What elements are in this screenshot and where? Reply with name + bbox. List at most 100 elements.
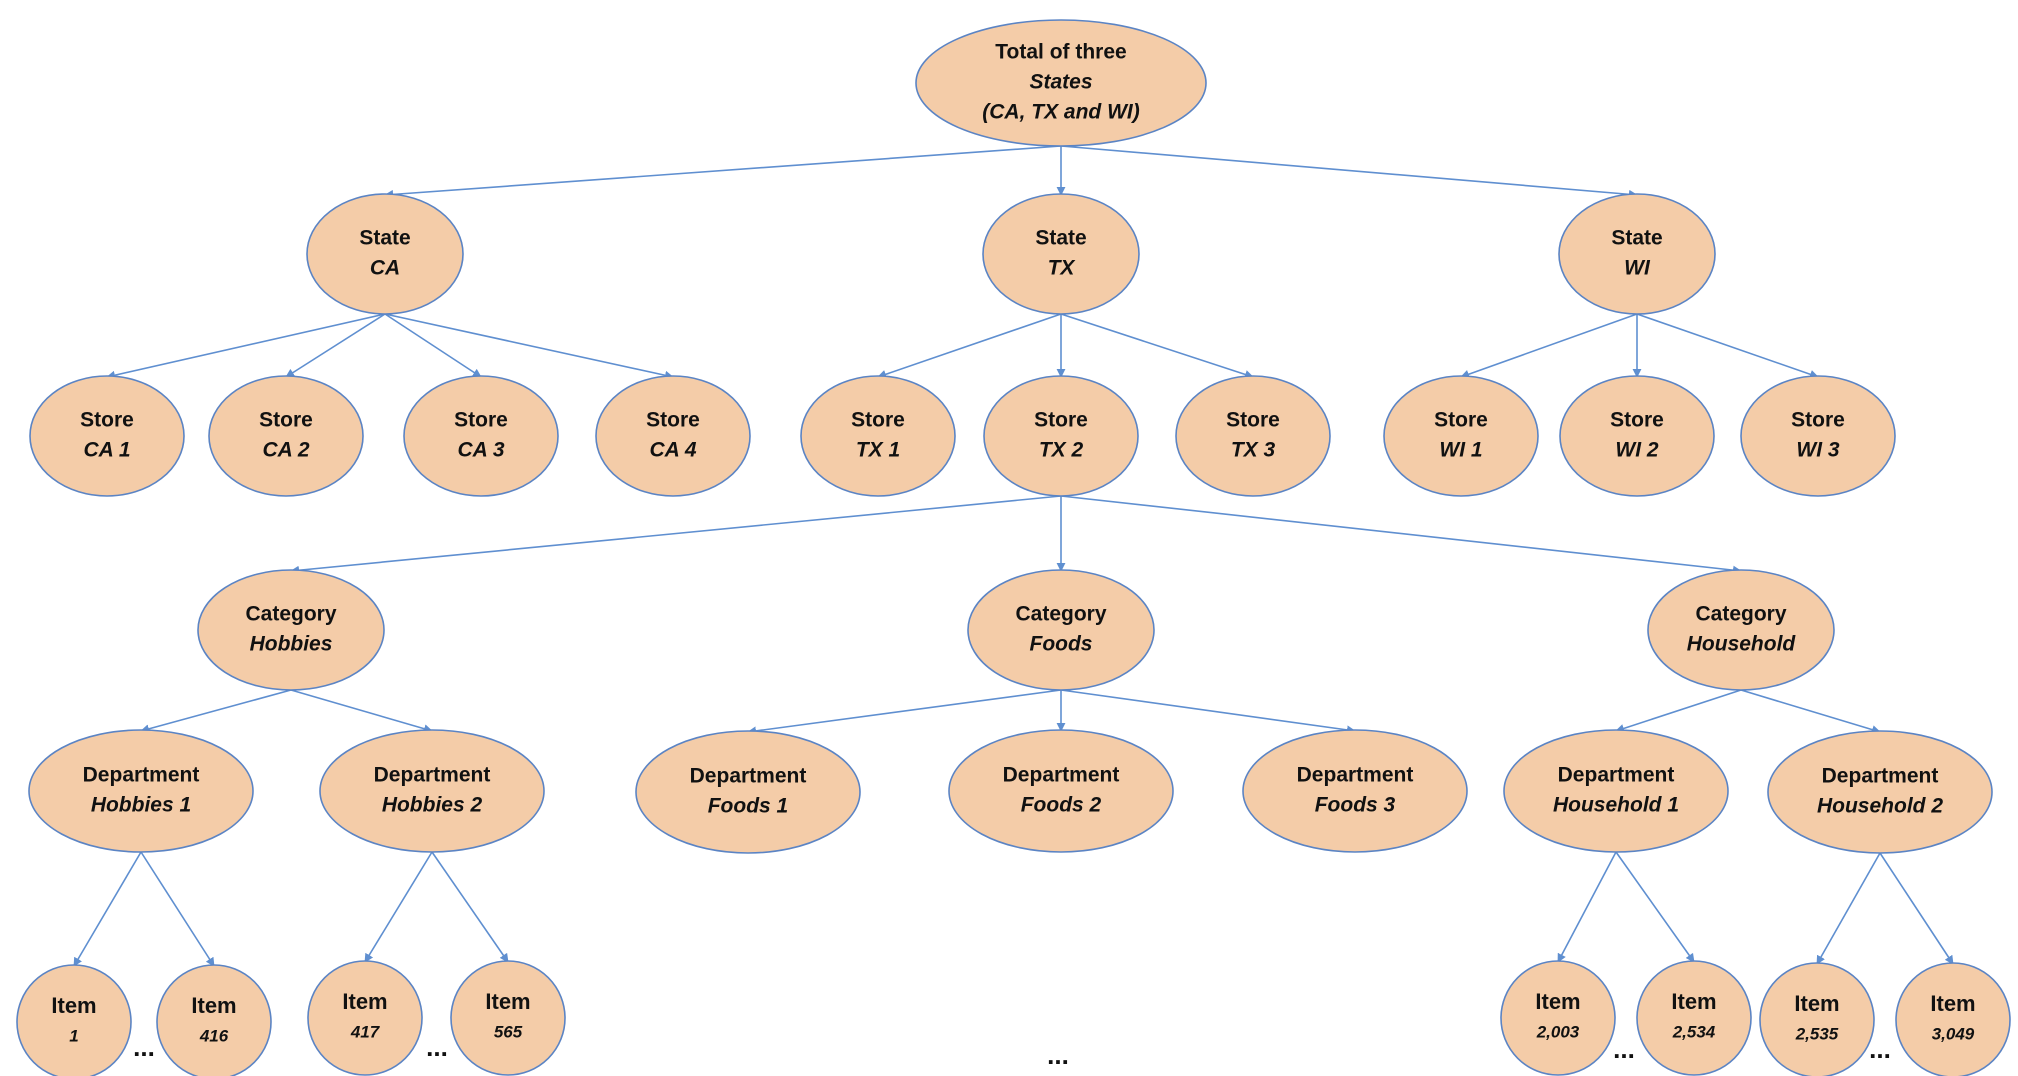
node-item-565-label-1: Item — [485, 989, 530, 1014]
node-category-household-label-2: Household — [1687, 633, 1797, 656]
node-store-tx-3-shape — [1175, 375, 1331, 497]
node-category-household-label-1: Category — [1695, 603, 1786, 626]
node-item-1-label-2: 1 — [69, 1026, 78, 1045]
node-item-1: Item 1 — [16, 964, 132, 1076]
edge-state-to-store-wi-3 — [1636, 313, 1819, 379]
node-category-hobbies-shape — [197, 569, 385, 691]
node-item-2-534-label-1: Item — [1671, 989, 1716, 1014]
node-department-foods-3-shape — [1242, 729, 1468, 853]
node-department-hobbies-1-shape — [28, 729, 254, 853]
node-state-tx-label-1: State — [1035, 227, 1086, 250]
node-store-ca-3-label-2: CA 3 — [457, 439, 504, 462]
ellipsis-4: ... — [1613, 1034, 1635, 1064]
edge-store-to-category-hobbies — [290, 495, 1062, 575]
node-department-household-2-label-1: Department — [1822, 765, 1939, 788]
node-item-565-shape — [450, 960, 566, 1076]
node-department-foods-3-label-1: Department — [1297, 764, 1414, 787]
node-state-ca-shape — [306, 193, 464, 315]
node-item-2-003-label-2: 2,003 — [1536, 1022, 1580, 1041]
edge-state-to-store-tx-1 — [877, 313, 1062, 379]
node-department-household-2-shape — [1767, 730, 1993, 854]
node-store-wi-2-label-1: Store — [1610, 409, 1664, 432]
edge-root-to-state-ca — [384, 145, 1062, 199]
node-store-tx-2: Store TX 2 — [983, 375, 1139, 497]
edge-state-to-store-ca-1 — [106, 313, 386, 380]
edge-department-to-item-2-535 — [1816, 852, 1881, 965]
node-store-tx-3: Store TX 3 — [1175, 375, 1331, 497]
node-item-3-049-shape — [1895, 962, 2011, 1076]
node-category-hobbies-label-1: Category — [245, 603, 336, 626]
ellipsis-2: ... — [426, 1032, 448, 1062]
edge-state-to-store-ca-4 — [384, 313, 674, 380]
node-state-wi-shape — [1558, 193, 1716, 315]
node-store-ca-3-shape — [403, 375, 559, 497]
node-department-household-1-label-2: Household 1 — [1553, 794, 1679, 817]
node-store-wi-1-label-1: Store — [1434, 409, 1488, 432]
node-store-ca-4-label-2: CA 4 — [649, 439, 696, 462]
node-store-tx-2-label-2: TX 2 — [1039, 439, 1084, 462]
edge-department-to-item-1 — [73, 851, 142, 967]
node-item-3-049-label-1: Item — [1930, 991, 1975, 1016]
node-state-ca-label-2: CA — [370, 257, 400, 280]
node-category-hobbies-label-2: Hobbies — [250, 633, 333, 656]
node-item-2-003-label-1: Item — [1535, 989, 1580, 1014]
ellipsis-5: ... — [1869, 1034, 1891, 1064]
node-item-417-label-2: 417 — [350, 1022, 381, 1041]
node-item-1-shape — [16, 964, 132, 1076]
node-store-ca-2-label-1: Store — [259, 409, 313, 432]
edge-state-to-store-ca-3 — [384, 313, 482, 378]
node-department-hobbies-2-label-2: Hobbies 2 — [382, 794, 483, 817]
node-category-foods-label-2: Foods — [1030, 633, 1093, 656]
node-department-hobbies-2-shape — [319, 729, 545, 853]
node-store-wi-1: Store WI 1 — [1383, 375, 1539, 497]
node-department-foods-2-label-1: Department — [1003, 764, 1120, 787]
node-store-ca-1-label-1: Store — [80, 409, 134, 432]
node-department-foods-1-shape — [635, 730, 861, 854]
node-store-ca-1-shape — [29, 375, 185, 497]
node-store-wi-1-label-2: WI 1 — [1439, 439, 1482, 462]
node-department-hobbies-1-label-2: Hobbies 1 — [91, 794, 191, 817]
node-store-tx-3-label-2: TX 3 — [1231, 439, 1276, 462]
node-store-tx-2-label-1: Store — [1034, 409, 1088, 432]
node-store-tx-3-label-1: Store — [1226, 409, 1280, 432]
node-item-417-shape — [307, 960, 423, 1076]
node-department-foods-3-label-2: Foods 3 — [1315, 794, 1396, 817]
node-department-household-1-label-1: Department — [1558, 764, 1675, 787]
edge-store-to-category-household — [1060, 495, 1742, 575]
node-store-ca-2-label-2: CA 2 — [262, 439, 309, 462]
node-department-foods-2-label-2: Foods 2 — [1021, 794, 1102, 817]
node-root-label-1: Total of three — [995, 41, 1126, 64]
edge-department-to-item-565 — [431, 851, 509, 963]
edge-category-to-department-household-2 — [1740, 689, 1881, 734]
node-department-foods-2-shape — [948, 729, 1174, 853]
node-state-tx-label-2: TX — [1048, 257, 1077, 280]
edge-state-to-store-wi-1 — [1460, 313, 1638, 379]
node-store-ca-3: Store CA 3 — [403, 375, 559, 497]
node-item-1-label-1: Item — [51, 993, 96, 1018]
node-state-wi-label-1: State — [1611, 227, 1662, 250]
ellipsis-1: ... — [133, 1032, 155, 1062]
node-store-wi-2-shape — [1559, 375, 1715, 497]
node-department-household-1-shape — [1503, 729, 1729, 853]
node-store-ca-3-label-1: Store — [454, 409, 508, 432]
edge-category-to-department-hobbies-2 — [290, 689, 433, 734]
node-department-hobbies-2-label-1: Department — [374, 764, 491, 787]
node-category-foods-shape — [967, 569, 1155, 691]
edge-department-to-item-2-003 — [1557, 851, 1617, 963]
node-store-tx-2-shape — [983, 375, 1139, 497]
